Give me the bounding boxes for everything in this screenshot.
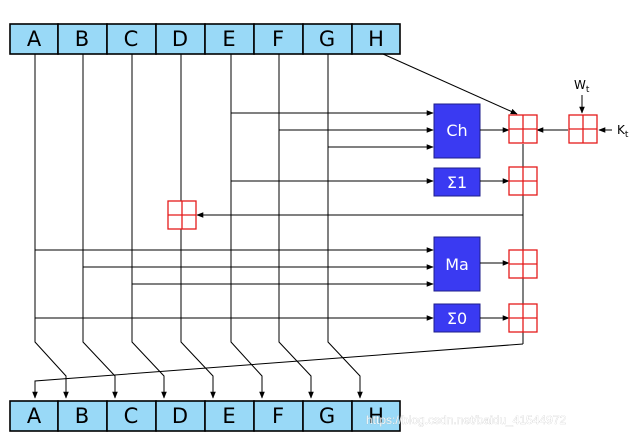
bottom-register-f: F	[253, 400, 304, 432]
top-register-g: G	[302, 23, 353, 55]
bottom-register-a: A	[9, 400, 59, 432]
watermark: https://blog.csdn.net/baidu_41544972	[366, 413, 566, 427]
bottom-register-h-label: H	[368, 404, 384, 428]
function-outputs	[480, 127, 510, 321]
adder-sigma0-icon	[508, 303, 538, 333]
top-register-row: A B C D E F G H	[9, 23, 401, 55]
bottom-register-row: A B C D E F G H	[9, 400, 401, 432]
bottom-register-b-label: B	[75, 404, 89, 428]
bottom-register-d-label: D	[172, 404, 188, 428]
input-wt-sub: t	[586, 85, 590, 95]
function-sigma0: Σ0	[433, 303, 481, 333]
bottom-register-e-label: E	[222, 404, 235, 428]
wire-a-to-b	[34, 54, 69, 399]
top-register-a: A	[9, 23, 59, 55]
top-register-h-label: H	[368, 27, 384, 51]
bottom-register-f-label: F	[272, 404, 284, 428]
adder-wk-icon	[568, 114, 598, 144]
bottom-register-b: B	[57, 400, 108, 432]
bottom-register-a-label: A	[27, 404, 42, 428]
top-register-b-label: B	[75, 27, 89, 51]
function-inputs	[35, 110, 434, 321]
input-kt-label: Kt	[617, 123, 629, 140]
adder-main-icon	[508, 114, 538, 144]
adder-d-icon	[167, 200, 197, 230]
bottom-register-g: G	[302, 400, 353, 432]
adder-ma-icon	[508, 249, 538, 279]
bottom-register-c: C	[106, 400, 157, 432]
vertical-wires	[34, 54, 363, 399]
top-register-g-label: G	[319, 27, 335, 51]
wire-trunk-to-new-a	[32, 343, 524, 399]
wire-b-to-c	[82, 54, 118, 399]
top-register-c: C	[106, 23, 157, 55]
input-kt-main: K	[617, 123, 626, 137]
function-sigma1-label: Σ1	[447, 173, 467, 192]
function-ch: Ch	[433, 103, 481, 159]
wire-h-to-adder	[382, 53, 518, 115]
wire-f-to-g	[278, 54, 314, 399]
wire-c-to-d	[131, 54, 167, 399]
top-register-f: F	[253, 23, 304, 55]
top-register-d: D	[155, 23, 206, 55]
bottom-register-e: E	[204, 400, 255, 432]
top-register-d-label: D	[172, 27, 188, 51]
top-register-a-label: A	[27, 27, 42, 51]
input-wt-label: Wt	[574, 78, 590, 95]
top-register-h: H	[351, 23, 401, 55]
bottom-register-h: H	[351, 400, 401, 432]
wire-g-to-h	[327, 54, 363, 399]
function-ch-label: Ch	[446, 121, 467, 140]
bottom-register-d: D	[155, 400, 206, 432]
function-sigma1: Σ1	[433, 167, 481, 197]
top-register-b: B	[57, 23, 108, 55]
adder-sigma1-icon	[508, 166, 538, 196]
function-sigma0-label: Σ0	[447, 309, 467, 328]
bottom-register-g-label: G	[319, 404, 335, 428]
top-register-e-label: E	[222, 27, 235, 51]
function-ma: Ma	[433, 236, 481, 292]
bottom-register-c-label: C	[124, 404, 139, 428]
top-register-e: E	[204, 23, 255, 55]
adder-trunk	[32, 53, 612, 399]
top-register-f-label: F	[272, 27, 284, 51]
input-wt-main: W	[574, 78, 586, 92]
wire-e-to-f	[230, 54, 265, 399]
input-kt-sub: t	[625, 130, 629, 140]
top-register-c-label: C	[124, 27, 139, 51]
function-ma-label: Ma	[445, 255, 469, 274]
wire-d-to-e	[180, 54, 216, 399]
